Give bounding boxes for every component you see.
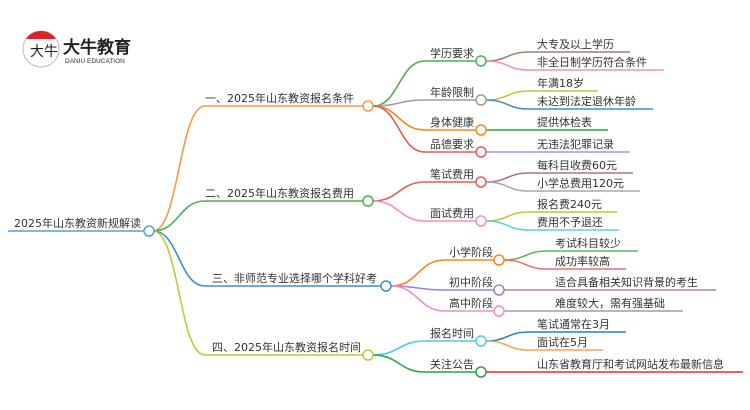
- subtopic[interactable]: 初中阶段: [449, 275, 493, 289]
- logo-mark: 大牛: [30, 44, 58, 60]
- subtopic[interactable]: 报名时间: [430, 326, 474, 340]
- leaf-topic[interactable]: 难度较大，需有强基础: [555, 296, 665, 310]
- subtopic-node-icon[interactable]: [493, 284, 505, 296]
- leaf-link: [485, 211, 530, 222]
- subtopic[interactable]: 高中阶段: [449, 296, 493, 310]
- subtopic[interactable]: 品德要求: [430, 137, 474, 151]
- subtopic-link: [372, 181, 426, 202]
- branch-node-icon[interactable]: [380, 280, 392, 292]
- leaf-topic[interactable]: 笔试通常在3月: [537, 317, 610, 331]
- subtopic-link: [372, 340, 426, 356]
- leaf-link: [503, 259, 548, 270]
- leaf-link: [485, 90, 530, 101]
- branch-node-icon[interactable]: [362, 100, 374, 112]
- leaf-topic[interactable]: 小学总费用120元: [537, 176, 624, 190]
- subtopic-link: [390, 259, 446, 287]
- leaf-topic[interactable]: 无违法犯罪记录: [537, 137, 614, 151]
- branch-link: [152, 105, 206, 232]
- leaf-topic[interactable]: 报名费240元: [537, 197, 602, 211]
- leaf-topic[interactable]: 每科目收费60元: [537, 158, 617, 172]
- leaf-topic[interactable]: 提供体检表: [537, 115, 592, 129]
- subtopic-node-icon[interactable]: [475, 94, 487, 106]
- subtopic-node-icon[interactable]: [475, 335, 487, 347]
- logo-subtitle: DANIU EDUCATION: [65, 58, 125, 65]
- subtopic-link: [372, 354, 426, 373]
- logo-name: 大牛教育: [63, 37, 131, 58]
- branch-link: [152, 200, 206, 232]
- leaf-link: [485, 51, 530, 62]
- leaf-topic[interactable]: 大专及以上学历: [537, 37, 614, 51]
- branch-link: [152, 230, 206, 287]
- subtopic-node-icon[interactable]: [493, 305, 505, 317]
- branch-topic[interactable]: 三、非师范专业选择哪个学科好考: [212, 271, 377, 285]
- subtopic-node-icon[interactable]: [493, 254, 505, 266]
- leaf-topic[interactable]: 适合具备相关知识背景的考生: [555, 275, 698, 289]
- leaf-link: [485, 340, 530, 351]
- subtopic[interactable]: 学历要求: [430, 46, 474, 60]
- branch-link: [152, 230, 206, 356]
- subtopic[interactable]: 年龄限制: [430, 85, 474, 99]
- subtopic-node-icon[interactable]: [475, 55, 487, 67]
- subtopic-node-icon[interactable]: [475, 176, 487, 188]
- leaf-link: [485, 60, 530, 71]
- subtopic[interactable]: 关注公告: [430, 357, 474, 371]
- leaf-link: [503, 250, 548, 261]
- logo-red-cap: [26, 30, 56, 39]
- leaf-topic[interactable]: 成功率较高: [555, 254, 610, 268]
- subtopic-link: [372, 105, 426, 131]
- subtopic-node-icon[interactable]: [475, 366, 487, 378]
- branch-topic[interactable]: 四、2025年山东教资报名时间: [212, 340, 361, 354]
- leaf-link: [485, 99, 530, 110]
- subtopic-link: [372, 200, 426, 222]
- subtopic-link: [372, 105, 426, 153]
- subtopic-node-icon[interactable]: [475, 215, 487, 227]
- leaf-link: [485, 331, 530, 342]
- leaf-topic[interactable]: 山东省教育厅和考试网站发布最新信息: [537, 357, 724, 371]
- subtopic-link: [390, 285, 446, 312]
- subtopic[interactable]: 小学阶段: [449, 245, 493, 259]
- root-node-icon[interactable]: [143, 225, 155, 237]
- subtopic[interactable]: 身体健康: [430, 115, 474, 129]
- leaf-topic[interactable]: 面试在5月: [537, 336, 588, 349]
- leaf-topic[interactable]: 非全日制学历符合条件: [537, 55, 647, 69]
- subtopic-node-icon[interactable]: [475, 146, 487, 158]
- logo: 大牛 大牛教育 DANIU EDUCATION: [22, 30, 131, 68]
- subtopic-link: [372, 60, 426, 107]
- leaf-link: [485, 181, 530, 192]
- leaf-link: [485, 172, 530, 183]
- subtopic[interactable]: 笔试费用: [430, 167, 474, 181]
- leaf-topic[interactable]: 年满18岁: [537, 76, 584, 90]
- subtopic-link: [372, 99, 426, 107]
- subtopic-node-icon[interactable]: [475, 124, 487, 136]
- branch-topic[interactable]: 二、2025年山东教资报名费用: [205, 186, 354, 200]
- leaf-topic[interactable]: 费用不予退还: [537, 216, 603, 229]
- leaf-link: [485, 220, 530, 231]
- leaf-topic[interactable]: 未达到法定退休年龄: [537, 94, 636, 108]
- branch-node-icon[interactable]: [362, 195, 374, 207]
- root-topic[interactable]: 2025年山东教资新规解读: [14, 216, 141, 230]
- leaf-topic[interactable]: 考试科目较少: [555, 236, 621, 250]
- branch-node-icon[interactable]: [362, 349, 374, 361]
- subtopic[interactable]: 面试费用: [430, 207, 474, 220]
- branch-topic[interactable]: 一、2025年山东教资报名条件: [205, 91, 354, 105]
